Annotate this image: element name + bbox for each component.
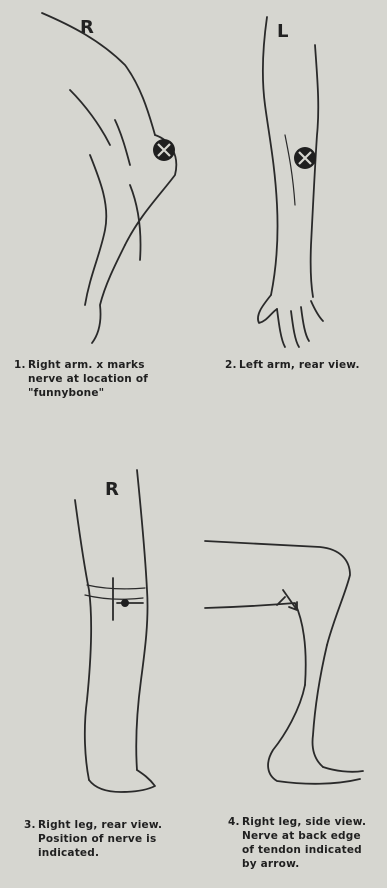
- figure-4-right-leg-side: [205, 535, 375, 800]
- caption-3: 3. Right leg, rear view. Position of ner…: [24, 818, 199, 868]
- caption-1: 1. Right arm. x marks nerve at location …: [14, 358, 189, 408]
- figure-1-right-arm: R: [30, 5, 205, 350]
- right-leg-side-drawing: [205, 535, 375, 800]
- side-mark-r-3: R: [105, 479, 119, 500]
- side-mark-l-2: L: [277, 21, 288, 42]
- right-arm-drawing: R: [30, 5, 205, 350]
- caption-2: 2. Left arm, rear view.: [225, 358, 385, 374]
- left-arm-drawing: L: [245, 5, 355, 350]
- right-leg-rear-drawing: R: [65, 470, 185, 810]
- caption-4: 4. Right leg, side view. Nerve at back e…: [228, 815, 387, 885]
- figure-3-right-leg: R: [65, 470, 185, 810]
- figure-2-left-arm: L: [245, 5, 355, 350]
